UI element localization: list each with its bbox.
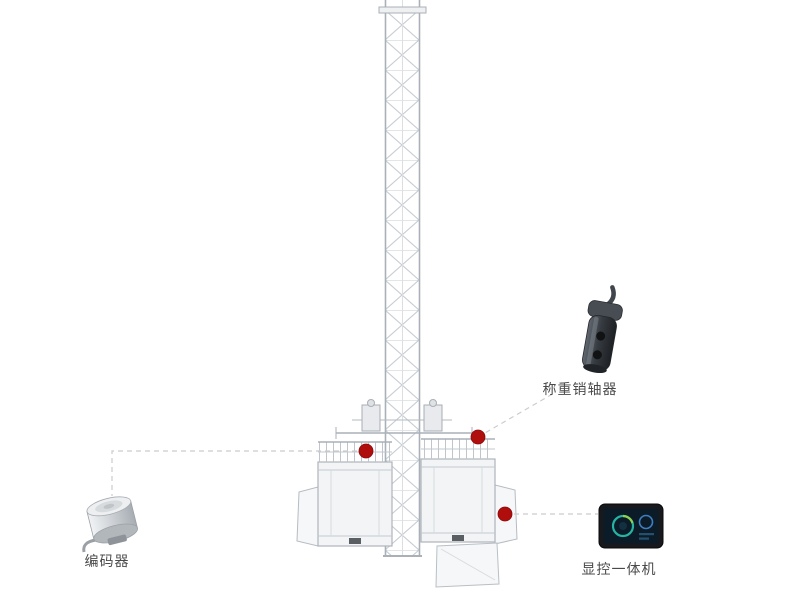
right-cage <box>420 438 518 588</box>
mast-top-cap <box>378 6 427 14</box>
left-cage-body <box>317 461 393 547</box>
encoder-illustration <box>82 496 138 553</box>
right-cage-vent <box>452 535 464 541</box>
encoder-label: 编码器 <box>84 553 130 569</box>
display-illustration <box>598 503 664 549</box>
left-cage-vent <box>349 538 361 544</box>
left-cage <box>296 441 393 547</box>
load-pin-connector-line <box>477 391 557 438</box>
display-label: 显控一体机 <box>581 561 657 577</box>
left-cage-side-panel <box>296 486 319 547</box>
display-gauge-secondary <box>638 514 654 530</box>
display-marker-dot <box>497 506 513 522</box>
connector-lines <box>111 391 598 515</box>
right-drive-box <box>423 404 443 432</box>
encoder-connector-stub <box>107 534 127 546</box>
load-pin-illustration <box>582 285 623 374</box>
right-cage-body <box>420 458 496 543</box>
load-pin-label: 称重销轴器 <box>542 381 618 397</box>
encoder-connector-line <box>111 450 366 496</box>
right-cage-lower-gate <box>435 542 500 588</box>
left-drive-box <box>361 404 381 432</box>
position-markers <box>358 429 513 522</box>
encoder-cable <box>82 538 97 553</box>
load-pin-marker-dot <box>470 429 486 445</box>
encoder-marker-dot <box>358 443 374 459</box>
